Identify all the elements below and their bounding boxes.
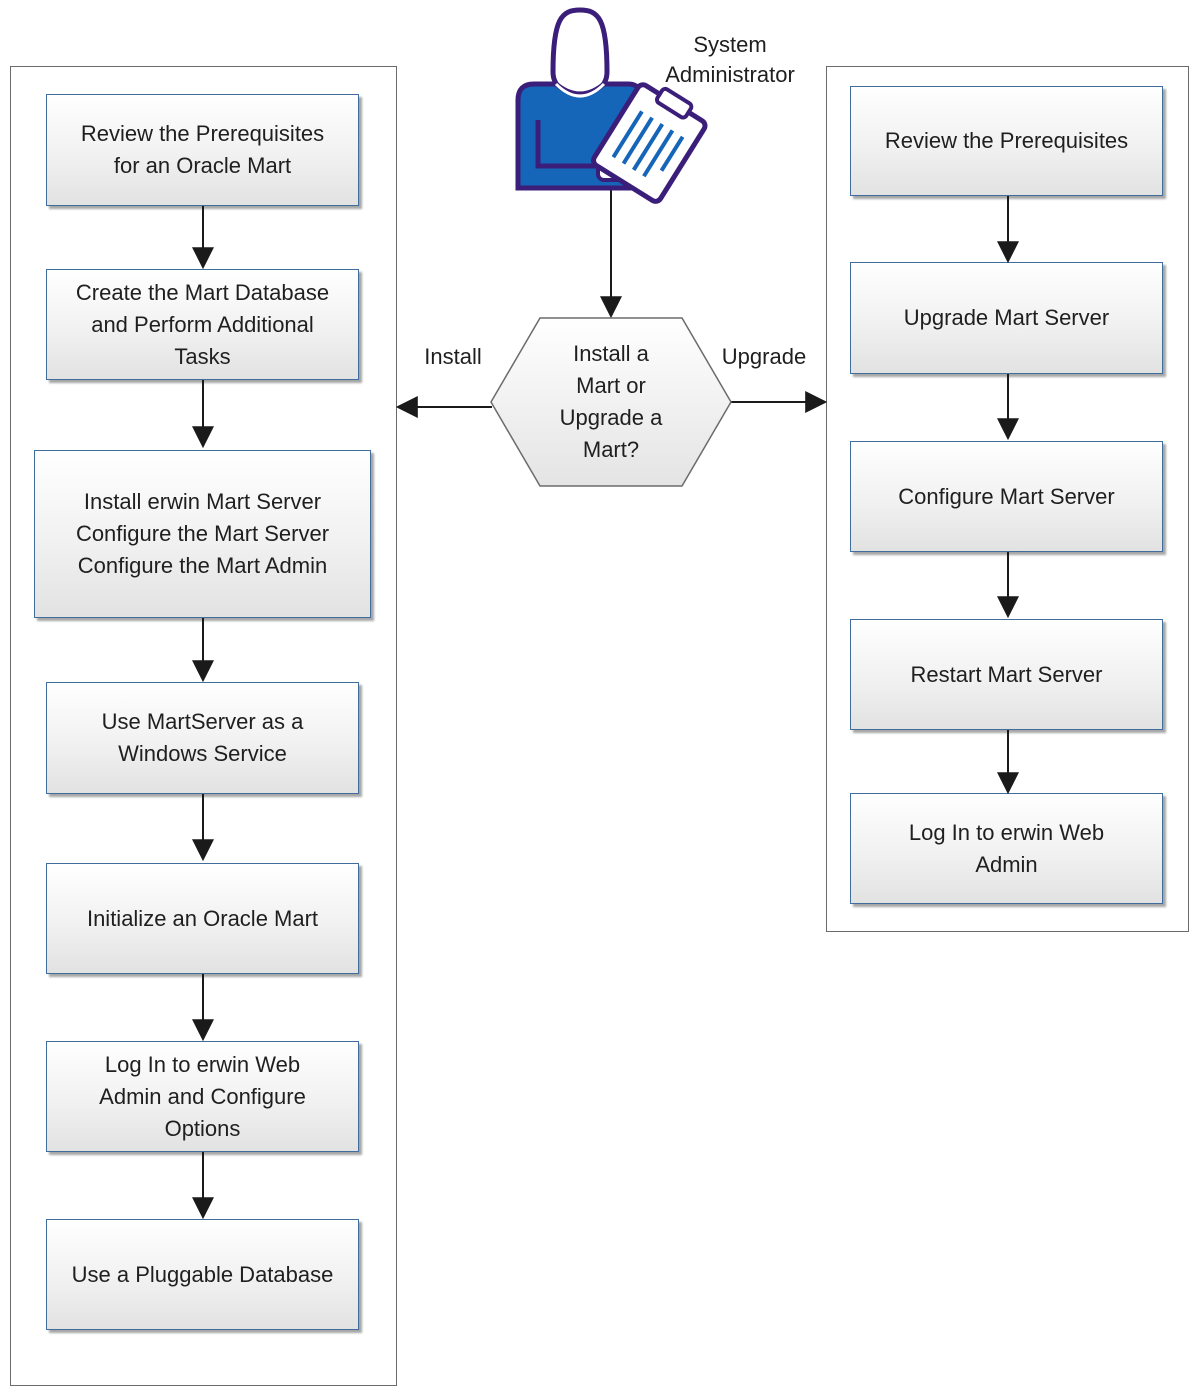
system-administrator-icon (515, 7, 708, 204)
upgrade-step-review-prerequisites: Review the Prerequisites (850, 86, 1163, 196)
install-step-pluggable-database: Use a Pluggable Database (46, 1219, 359, 1330)
actor-label: System Administrator (665, 32, 795, 87)
install-step-log-in-configure: Log In to erwin Web Admin and Configure … (46, 1041, 359, 1152)
upgrade-branch-label: Upgrade (721, 344, 807, 369)
install-step-initialize-oracle-mart: Initialize an Oracle Mart (46, 863, 359, 974)
install-step-create-mart-database: Create the Mart Database and Perform Add… (46, 269, 359, 380)
upgrade-step-upgrade-mart-server: Upgrade Mart Server (850, 262, 1163, 374)
install-step-review-prerequisites: Review the Prerequisites for an Oracle M… (46, 94, 359, 206)
install-branch-label: Install (424, 344, 482, 369)
upgrade-step-restart-mart-server: Restart Mart Server (850, 619, 1163, 730)
decision-hexagon (490, 317, 732, 487)
install-step-windows-service: Use MartServer as a Windows Service (46, 682, 359, 794)
install-step-install-configure-server: Install erwin Mart Server Configure the … (34, 450, 371, 618)
upgrade-step-configure-mart-server: Configure Mart Server (850, 441, 1163, 552)
decision-label: Install a Mart or Upgrade a Mart? (559, 341, 663, 462)
upgrade-step-log-in-web-admin: Log In to erwin Web Admin (850, 793, 1163, 904)
